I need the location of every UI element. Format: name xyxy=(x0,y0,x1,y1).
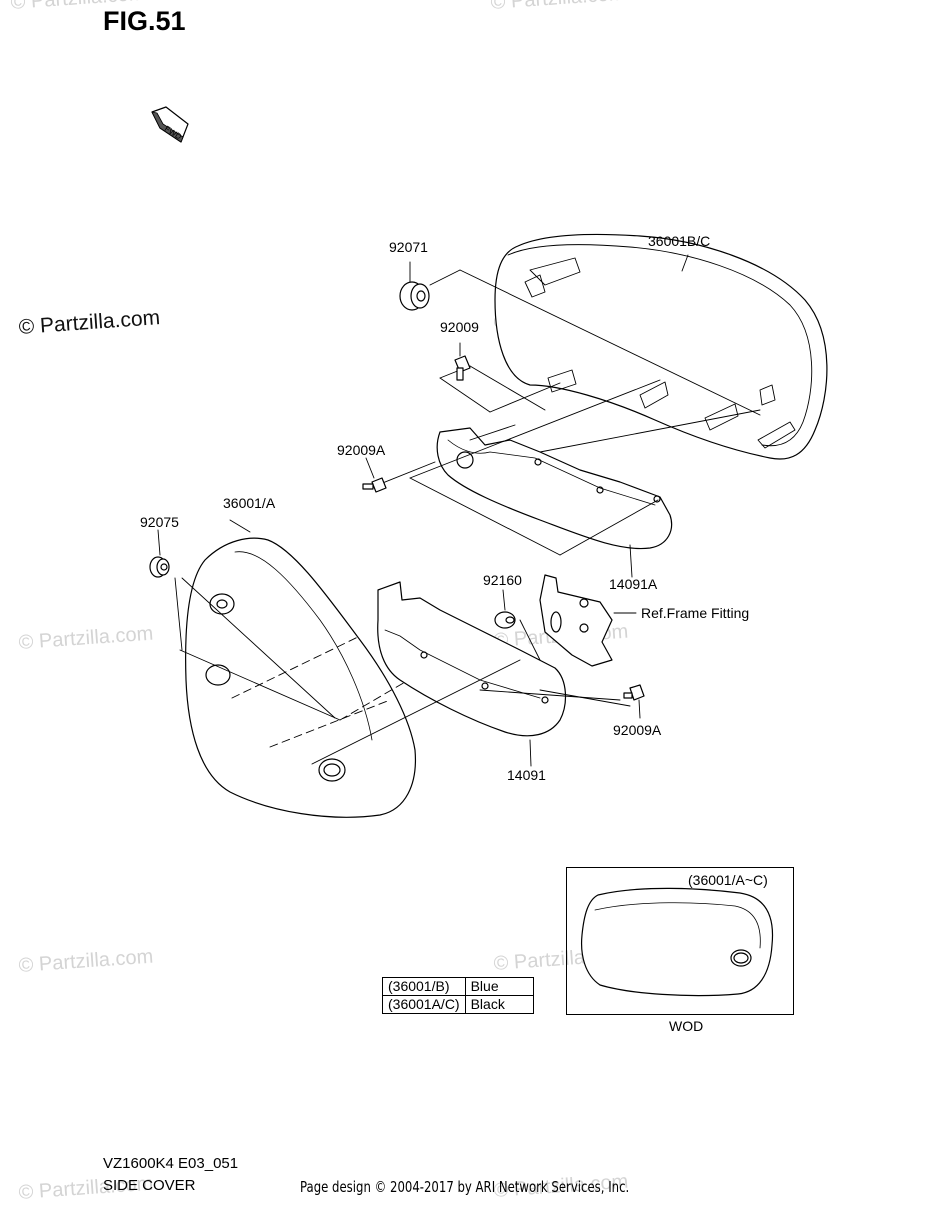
table-row: (36001A/C) Black xyxy=(382,995,534,1014)
table-cell-color: Black xyxy=(464,995,534,1014)
table-cell-part: (36001A/C) xyxy=(382,995,466,1014)
callout-92009: 92009 xyxy=(440,319,479,335)
wod-side-cover xyxy=(580,887,774,997)
callout-92009A-upper: 92009A xyxy=(337,442,386,458)
callout-92009A-lower: 92009A xyxy=(613,722,662,738)
dashed-assembly-lines xyxy=(231,635,461,748)
page-credit: Page design © 2004-2017 by ARI Network S… xyxy=(300,1178,630,1196)
callout-36001BC: 36001B/C xyxy=(648,233,711,249)
callout-92071: 92071 xyxy=(389,239,428,255)
table-cell-color: Blue xyxy=(464,977,534,996)
table-row: (36001/B) Blue xyxy=(382,977,534,996)
callout-ref-frame-fitting: Ref.Frame Fitting xyxy=(641,605,750,621)
color-table: (36001/B) Blue (36001A/C) Black xyxy=(382,977,534,1014)
model-code: VZ1600K4 E03_051 xyxy=(103,1155,239,1172)
figure-title: FIG.51 xyxy=(103,6,186,36)
table-cell-part: (36001/B) xyxy=(382,977,466,996)
wod-inset-box xyxy=(566,867,794,1015)
callout-14091A: 14091A xyxy=(609,576,658,592)
section-title: SIDE COVER xyxy=(103,1177,196,1194)
callout-92075: 92075 xyxy=(140,514,179,530)
side-cover-36001BC xyxy=(494,233,828,460)
leader-lines-upper xyxy=(379,254,761,578)
wod-box-label: (36001/A~C) xyxy=(688,872,768,888)
side-cover-36001A xyxy=(185,537,417,818)
grommet-92160 xyxy=(494,589,516,629)
frame-fitting-bracket xyxy=(539,574,637,667)
leader-lines-lower xyxy=(157,519,631,765)
bolt-92009 xyxy=(454,342,471,381)
bolt-92009A-upper xyxy=(362,457,387,493)
callout-92160: 92160 xyxy=(483,572,522,588)
callout-36001A: 36001/A xyxy=(223,495,276,511)
wod-caption: WOD xyxy=(669,1018,704,1034)
inner-panel-14091A xyxy=(436,427,673,550)
grommet-92071 xyxy=(399,261,430,311)
inner-panel-14091 xyxy=(377,581,566,767)
fwd-arrow-icon: FWD xyxy=(151,106,189,143)
grommet-92075 xyxy=(149,556,170,578)
callout-14091: 14091 xyxy=(507,767,546,783)
bolt-92009A-lower xyxy=(623,684,645,719)
